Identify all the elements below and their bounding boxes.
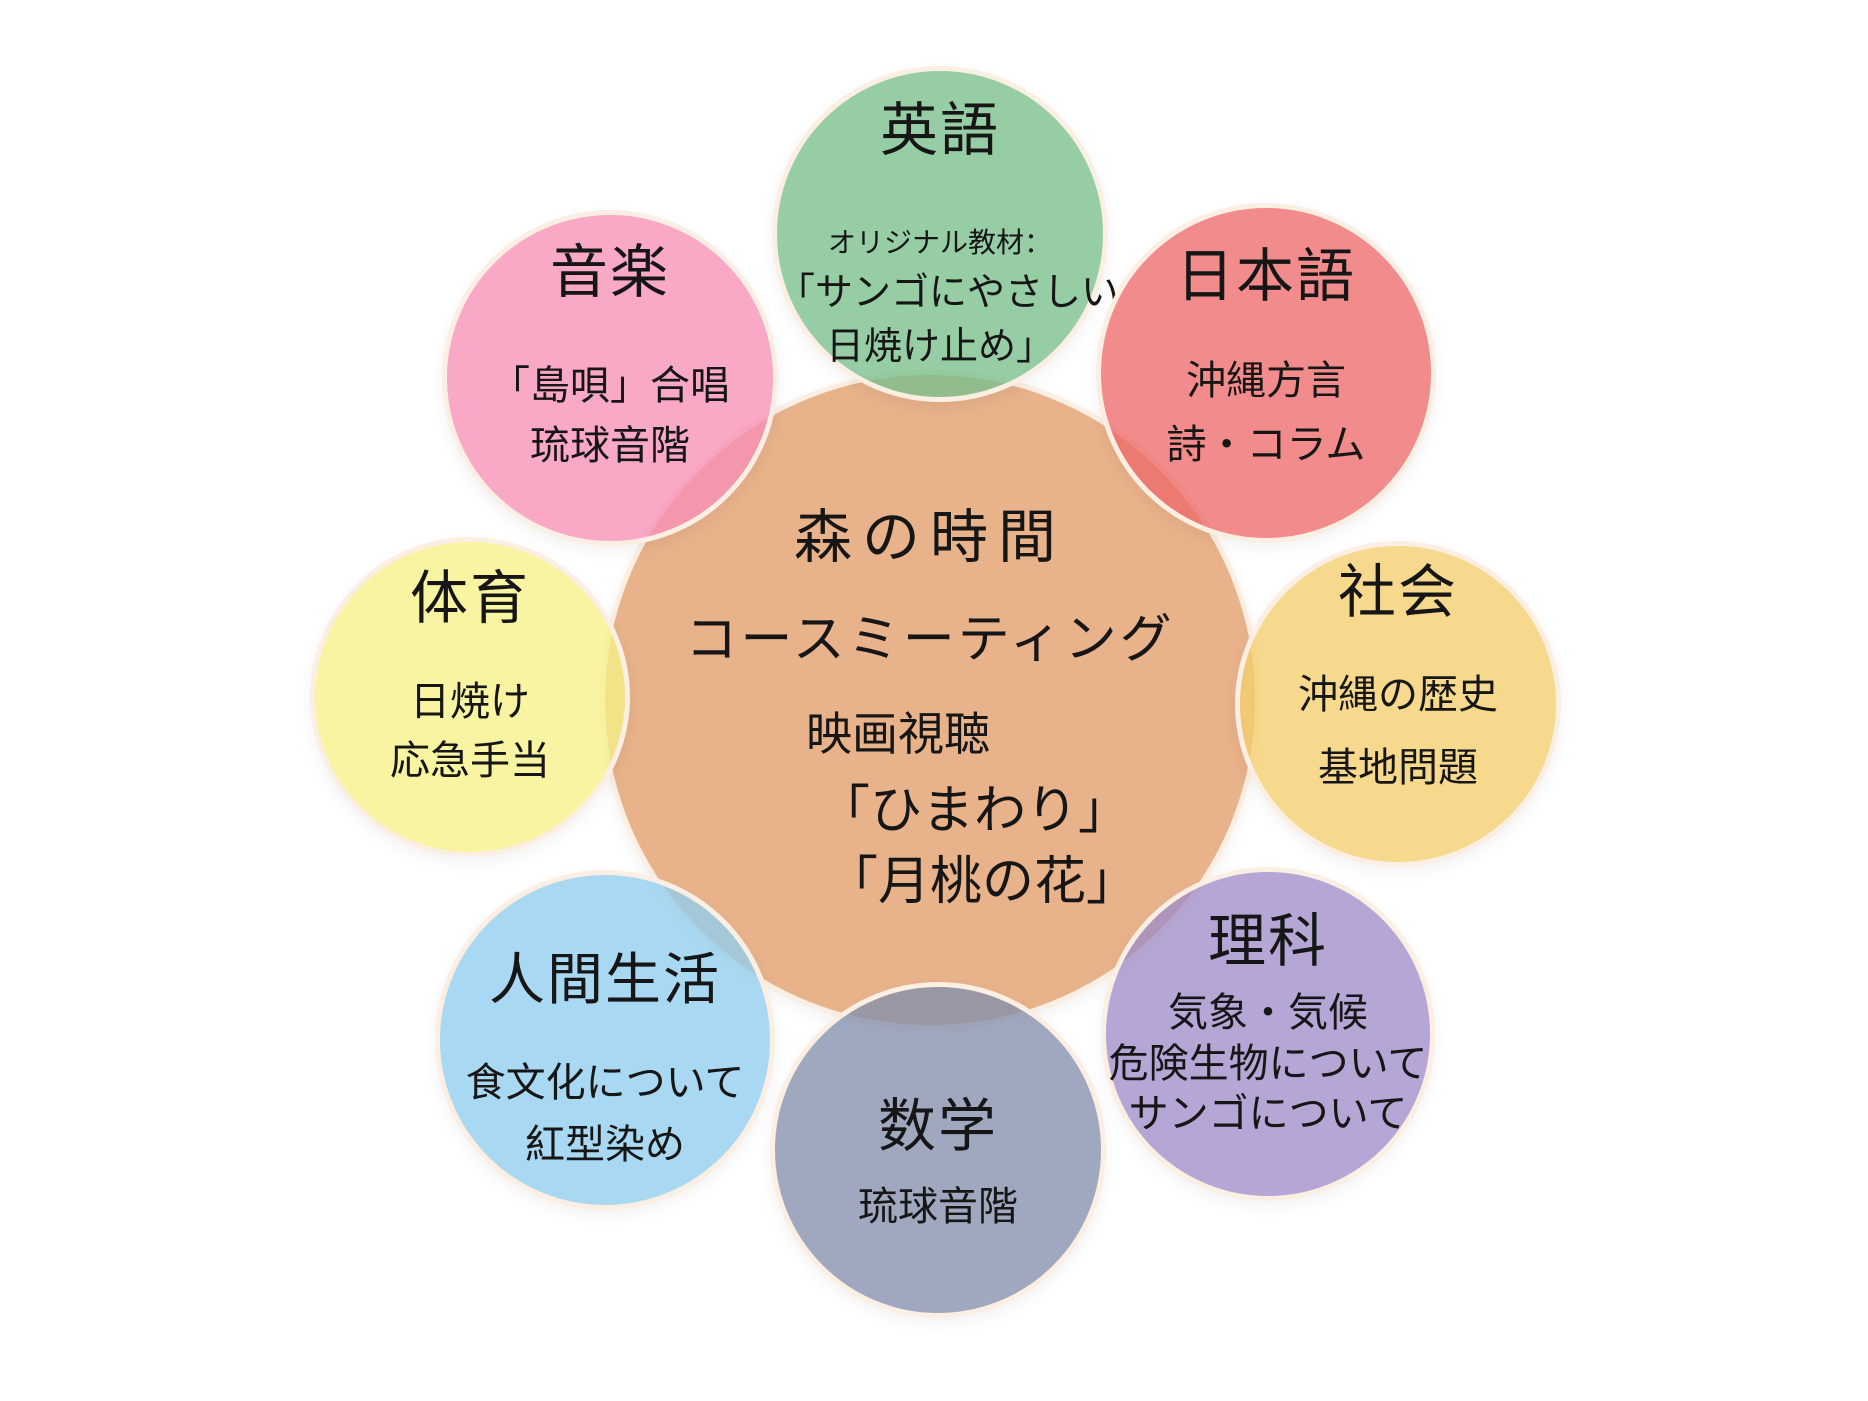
center-line: コースミーティング [685,611,1175,669]
subject-line: 紅型染め [525,1123,685,1167]
subject-circle-human-life: 人間生活 食文化について 紅型染め [435,870,775,1210]
subject-title: 理科 [1207,909,1328,974]
subject-circle-math: 数学 琉球音階 [770,982,1106,1318]
subject-title: 音楽 [549,240,670,305]
subject-line: オリジナル教材： [827,227,1052,258]
center-line: 「ひまわり」 [817,782,1130,840]
subject-line: 琉球音階 [858,1185,1018,1229]
subject-line: 琉球音階 [530,424,690,468]
subject-line: 「島唄」合唱 [490,364,730,408]
subject-circle-physical-education: 体育 日焼け 応急手当 [310,537,630,857]
subject-title: 体育 [409,566,530,631]
center-line: 「月桃の花」 [825,853,1138,911]
subject-line: 沖縄方言 [1186,359,1346,403]
subject-line: 沖縄の歴史 [1298,673,1498,717]
subject-circle-japanese: 日本語 沖縄方言 詩・コラム [1096,203,1436,543]
subject-title: 社会 [1337,560,1458,625]
subject-line: 危険生物について [1108,1042,1428,1086]
subject-line: 日焼け [410,680,530,724]
subject-circle-science: 理科 気象・気候 危険生物について サンゴについて [1101,867,1435,1201]
subject-title: 日本語 [1175,244,1356,309]
subject-line: 詩・コラム [1166,423,1366,467]
subject-line: 基地問題 [1318,746,1478,790]
subject-line: 「サンゴにやさしい [777,272,1120,314]
subject-line: サンゴについて [1128,1092,1408,1136]
center-title: 森の時間 [793,505,1066,570]
center-line: 映画視聴 [806,708,990,760]
subject-title: 数学 [877,1094,998,1159]
subject-title: 人間生活 [489,948,721,1011]
subject-line: 応急手当 [390,739,550,783]
subject-line: 日焼け止め」 [825,326,1054,368]
subject-circle-social-studies: 社会 沖縄の歴史 基地問題 [1235,541,1561,867]
subject-circle-english: 英語 オリジナル教材： 「サンゴにやさしい 日焼け止め」 [772,66,1120,402]
subject-circle-music: 音楽 「島唄」合唱 琉球音階 [442,210,778,546]
subject-line: 食文化について [465,1061,745,1105]
subject-title: 英語 [879,98,1000,163]
subject-line: 気象・気候 [1168,991,1368,1035]
